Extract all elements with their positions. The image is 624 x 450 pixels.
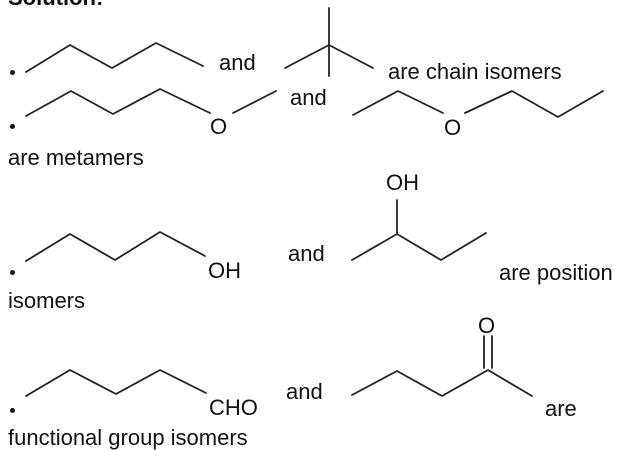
and-label: and (286, 379, 323, 404)
isobutane-bond (328, 44, 374, 69)
isobutane-bond (284, 44, 330, 69)
aldehyde-label: CHO (209, 395, 258, 420)
bullet (10, 270, 15, 275)
butane-bonds (25, 42, 204, 73)
bullet (10, 408, 15, 413)
caption-metamers: are metamers (8, 145, 144, 170)
ether-a-bonds (25, 88, 211, 117)
bullet (10, 124, 15, 129)
bullet (10, 70, 15, 75)
ether-b-bonds (352, 90, 444, 116)
hydroxyl-label: OH (386, 170, 419, 195)
caption-position-b: isomers (8, 288, 86, 313)
and-label: and (288, 241, 325, 266)
caption-functional-b: functional group isomers (8, 425, 248, 450)
and-label: and (290, 85, 327, 110)
oxygen-label: O (444, 115, 461, 140)
heading: Solution: (8, 0, 103, 9)
butanal-bonds (25, 369, 207, 397)
ether-b-bonds (464, 90, 604, 118)
ether-a-bond (232, 90, 277, 114)
caption-position-a: are position (499, 260, 613, 285)
caption-functional-a: are (545, 396, 577, 421)
butan-2-ol-bonds (351, 232, 487, 261)
caption-chain-isomers: are chain isomers (388, 59, 562, 84)
and-label: and (219, 50, 256, 75)
hydroxyl-label: OH (208, 258, 241, 283)
oxygen-label: O (210, 114, 227, 139)
oxygen-label: O (478, 313, 495, 338)
butanol-bonds (25, 231, 206, 262)
butanone-bonds (351, 369, 533, 397)
